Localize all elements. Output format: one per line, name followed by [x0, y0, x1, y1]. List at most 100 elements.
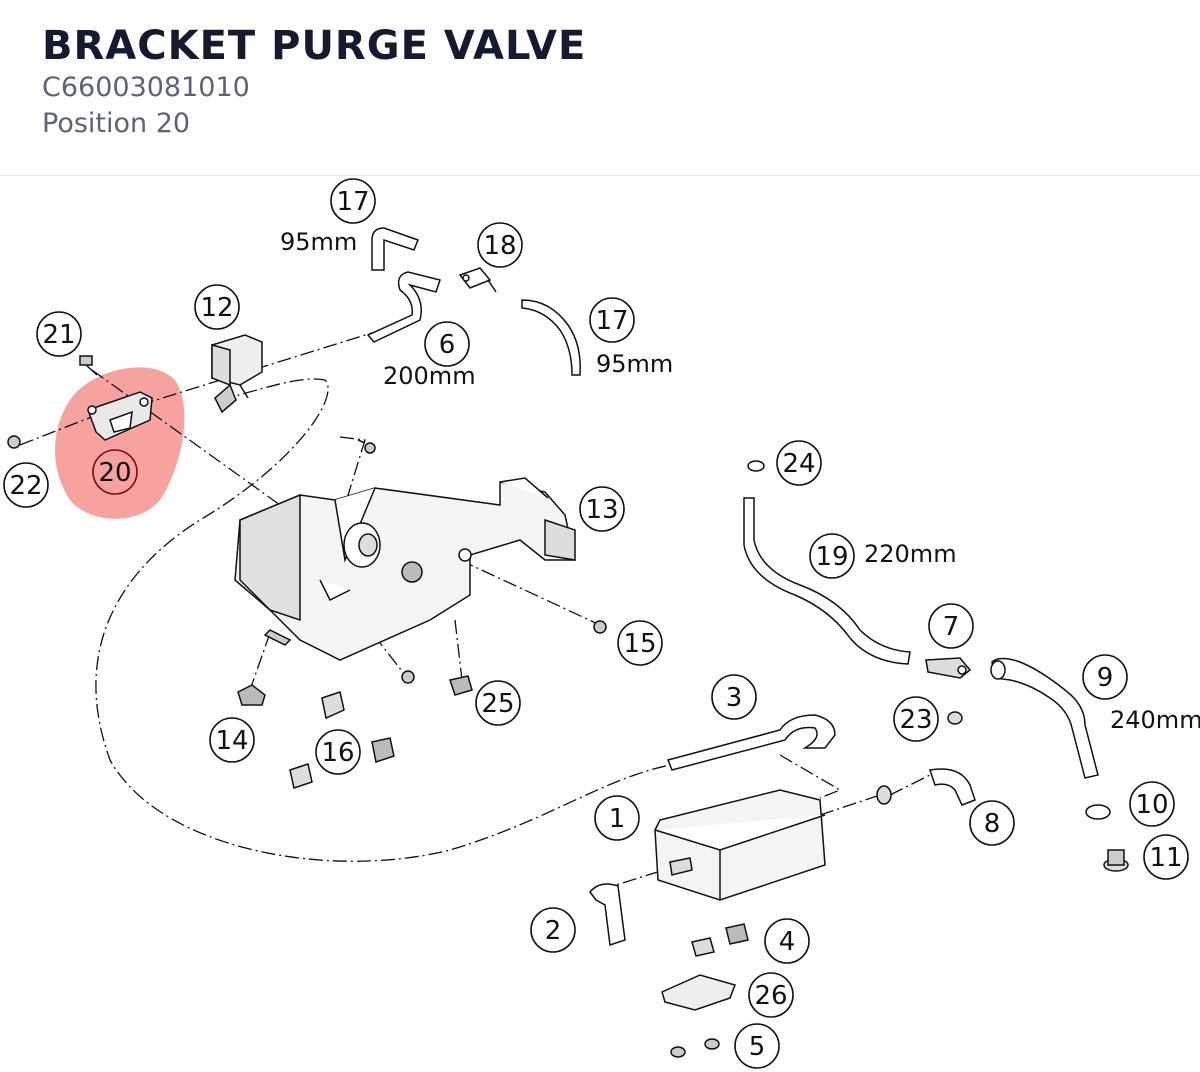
- callout-6[interactable]: 6: [424, 321, 470, 367]
- callout-number: 21: [42, 320, 75, 350]
- callout-circle: [475, 680, 521, 726]
- callout-circle: [809, 533, 855, 579]
- dimension-label: 95mm: [280, 228, 357, 256]
- callout-22[interactable]: 22: [3, 462, 49, 508]
- clip-16c: [289, 763, 313, 789]
- callout-17[interactable]: 17: [330, 178, 376, 224]
- callout-number: 11: [1149, 843, 1182, 873]
- callout-10[interactable]: 10: [1129, 781, 1175, 827]
- callout-4[interactable]: 4: [764, 918, 810, 964]
- callout-circle: [776, 440, 822, 486]
- parts: [7, 227, 1129, 1058]
- hose-3: [666, 714, 836, 771]
- callout-circle: [589, 297, 635, 343]
- callout-1[interactable]: 1: [594, 795, 640, 841]
- clamp-23: [947, 711, 963, 725]
- callout-25[interactable]: 25: [475, 680, 521, 726]
- connector-7: [925, 657, 972, 679]
- callout-number: 7: [943, 612, 960, 642]
- callout-number: 3: [726, 683, 743, 713]
- hose-9: [991, 657, 1099, 779]
- callout-21[interactable]: 21: [36, 311, 82, 357]
- callout-circle: [969, 800, 1015, 846]
- leak-detection-pump-13: [234, 477, 576, 661]
- callout-circle: [579, 486, 625, 532]
- callout-7[interactable]: 7: [928, 603, 974, 649]
- hose-8: [929, 768, 976, 806]
- bolt-upper: [357, 439, 376, 454]
- callout-circle: [477, 222, 523, 268]
- callout-circle: [1082, 654, 1128, 700]
- callout-circle: [530, 907, 576, 953]
- callout-circle: [36, 311, 82, 357]
- callout-number: 25: [481, 689, 514, 719]
- mount-14: [237, 684, 266, 706]
- hose-17-right: [521, 299, 581, 376]
- callout-15[interactable]: 15: [617, 620, 663, 666]
- callout-8[interactable]: 8: [969, 800, 1015, 846]
- dimension-label: 200mm: [383, 362, 476, 390]
- clip-16a: [321, 691, 345, 720]
- clip-4a: [691, 937, 715, 957]
- bolt-15: [593, 620, 607, 634]
- page-header: BRACKET PURGE VALVE C66003081010 Positio…: [42, 22, 586, 142]
- callout-23[interactable]: 23: [893, 696, 939, 742]
- cap-11: [1103, 849, 1129, 872]
- bracket-26: [661, 974, 736, 1011]
- callout-circle: [330, 178, 376, 224]
- callout-3[interactable]: 3: [711, 674, 757, 720]
- callout-12[interactable]: 12: [194, 284, 240, 330]
- callout-number: 6: [439, 330, 456, 360]
- callout-5[interactable]: 5: [734, 1023, 780, 1069]
- callout-number: 22: [9, 471, 42, 501]
- dimension-label: 95mm: [596, 350, 673, 378]
- callout-number: 23: [899, 705, 932, 735]
- charcoal-canister-1: [654, 789, 826, 901]
- callout-number: 10: [1135, 790, 1168, 820]
- callout-24[interactable]: 24: [776, 440, 822, 486]
- callout-13[interactable]: 13: [579, 486, 625, 532]
- callout-number: 17: [595, 306, 628, 336]
- callout-16[interactable]: 16: [315, 729, 361, 775]
- callout-circle: [315, 729, 361, 775]
- nut-22: [7, 435, 21, 449]
- callout-circle: [617, 620, 663, 666]
- callout-20[interactable]: 20: [92, 449, 138, 495]
- callout-circle: [92, 449, 138, 495]
- callout-circle: [748, 972, 794, 1018]
- callout-9[interactable]: 9: [1082, 654, 1128, 700]
- callout-number: 12: [200, 293, 233, 323]
- callout-number: 2: [545, 916, 562, 946]
- bracket-20: [87, 391, 153, 441]
- callout-number: 20: [98, 458, 131, 488]
- callout-2[interactable]: 2: [530, 907, 576, 953]
- callout-number: 5: [749, 1032, 766, 1062]
- callout-18[interactable]: 18: [477, 222, 523, 268]
- callout-number: 8: [984, 809, 1001, 839]
- bolt-lower: [401, 670, 415, 684]
- callout-26[interactable]: 26: [748, 972, 794, 1018]
- position-label: Position 20: [42, 108, 191, 139]
- clip-16b: [371, 737, 395, 763]
- callout-circle: [764, 918, 810, 964]
- callout-circle: [194, 284, 240, 330]
- callout-19[interactable]: 19: [809, 533, 855, 579]
- hose-19: [743, 497, 911, 665]
- callout-17[interactable]: 17: [589, 297, 635, 343]
- callout-circle: [209, 717, 255, 763]
- bolts-5: [670, 1038, 720, 1058]
- callout-circle: [734, 1023, 780, 1069]
- connector-18: [458, 267, 497, 293]
- callout-11[interactable]: 11: [1143, 834, 1189, 880]
- callout-group: 1234567891011121314151617171819202122232…: [3, 178, 1189, 1069]
- callout-number: 18: [483, 231, 516, 261]
- callout-circle: [711, 674, 757, 720]
- callout-number: 14: [215, 726, 248, 756]
- hose-2: [589, 883, 626, 947]
- callout-14[interactable]: 14: [209, 717, 255, 763]
- callout-number: 24: [782, 449, 815, 479]
- bolt-21: [79, 355, 98, 376]
- clamp-10: [1085, 804, 1111, 820]
